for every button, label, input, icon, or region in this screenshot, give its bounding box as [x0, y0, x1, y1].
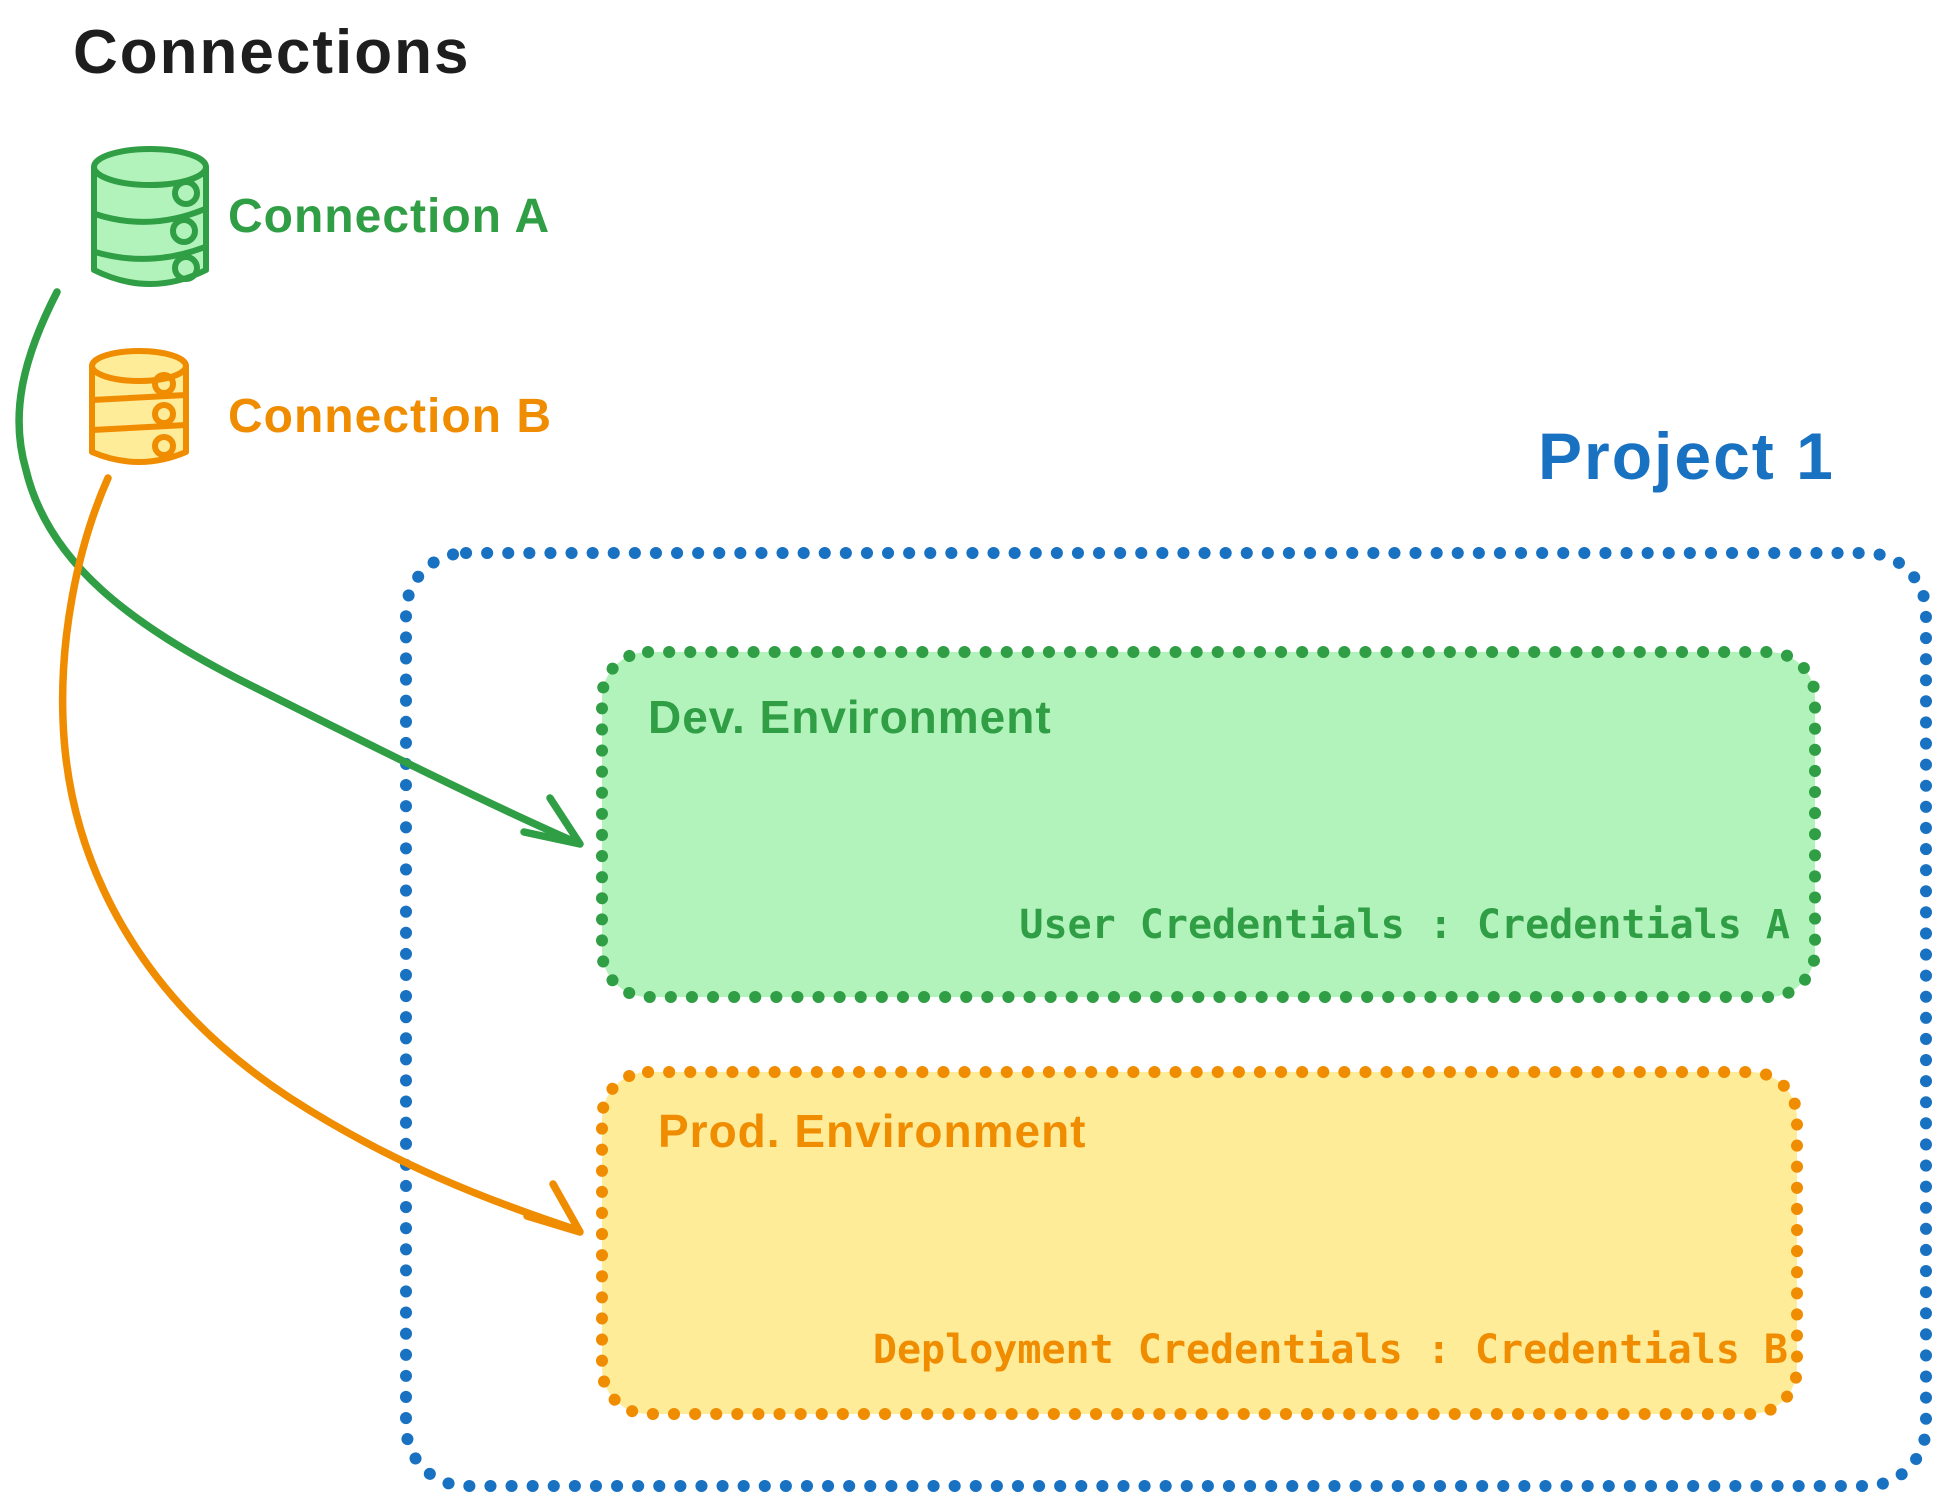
connection-a-arrow: [15, 288, 584, 848]
database-icon: [91, 146, 209, 287]
prod-environment-box: [596, 1066, 1803, 1420]
database-icon: [89, 348, 189, 465]
project-label: Project 1: [1538, 419, 1835, 493]
connection-b-arrow: [58, 474, 584, 1236]
connection-a-label: Connection A: [228, 190, 551, 243]
dev-environment-credentials: User Credentials : Credentials A: [1019, 902, 1790, 948]
dev-environment-box: [596, 646, 1821, 1003]
dev-environment-label: Dev. Environment: [648, 691, 1052, 743]
connection-b-label: Connection B: [228, 390, 552, 443]
prod-environment-label: Prod. Environment: [658, 1105, 1087, 1157]
prod-environment-credentials: Deployment Credentials : Credentials B: [872, 1327, 1788, 1373]
project-boundary-box: [400, 547, 1932, 1492]
diagram-title: Connections: [73, 18, 471, 87]
